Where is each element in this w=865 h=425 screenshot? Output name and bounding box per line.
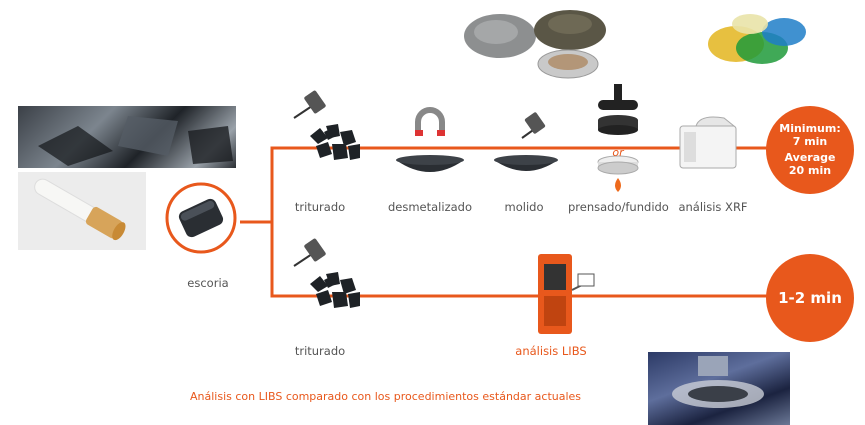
desmetalizado-label: desmetalizado (387, 200, 472, 214)
libs-sample-stage-photo (648, 352, 790, 425)
xrf-time-badge: Minimum: 7 min Average 20 min (766, 106, 854, 194)
slag-photo (18, 106, 236, 168)
mill-icon (494, 112, 558, 171)
sample-powder-photo (464, 10, 606, 79)
slag-circle-icon (165, 182, 237, 254)
xrf-minimum-value: 7 min (792, 134, 828, 148)
magnet-icon (396, 107, 464, 172)
crusher-icon-bottom (293, 238, 360, 308)
libs-analyzer-icon (538, 254, 595, 334)
crusher-icon (293, 90, 360, 160)
fused-beads-photo (708, 14, 806, 64)
press-fusion-icon (597, 84, 639, 192)
xrf-flow-line (240, 146, 770, 224)
triturado-bottom-label: triturado (294, 344, 346, 358)
prensado-label: prensado/fundido (568, 200, 669, 214)
xrf-minimum-label: Minimum: (779, 122, 841, 135)
xrf-analyzer-icon (679, 116, 737, 169)
sample-tube-photo (18, 172, 146, 250)
triturado-top-label: triturado (294, 200, 346, 214)
escoria-label: escoria (187, 276, 229, 290)
xrf-average-label: Average (784, 151, 836, 164)
xrf-average-value: 20 min (788, 163, 832, 177)
molido-label: molido (504, 200, 544, 214)
libs-flow-line (270, 222, 770, 298)
libs-time-badge: 1-2 min (766, 254, 854, 342)
diagram-caption: Análisis con LIBS comparado con los proc… (190, 390, 582, 403)
or-label: or (612, 146, 624, 159)
analisis-xrf-label: análisis XRF (678, 200, 748, 214)
analisis-libs-label: análisis LIBS (515, 344, 587, 358)
